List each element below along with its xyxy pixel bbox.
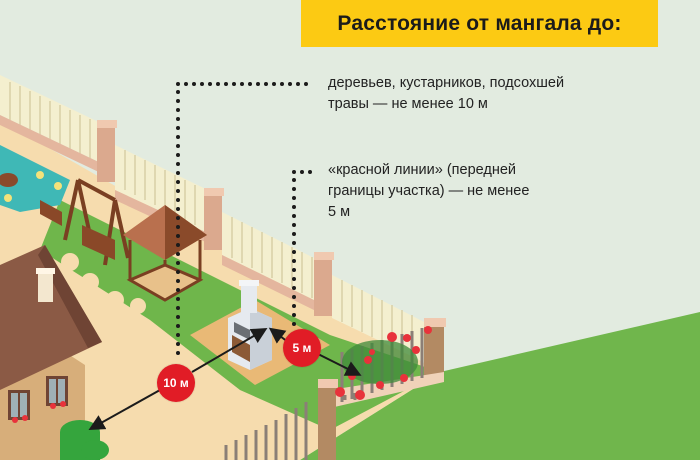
outer-lawn bbox=[300, 312, 700, 460]
leader-line-10m bbox=[176, 82, 308, 86]
note-trees-line-1: деревьев, кустарников, подсохшей bbox=[328, 75, 565, 91]
note-red-line-line-3: 5 м bbox=[328, 204, 351, 220]
title-banner: Расстояние от мангала до: bbox=[301, 0, 658, 47]
page-title: Расстояние от мангала до: bbox=[337, 11, 622, 35]
note-red-line-line-2: границы участка) — не менее bbox=[328, 183, 530, 199]
arrow-10m-to-grill bbox=[191, 327, 268, 373]
note-red-line: «красной линии» (передней границы участк… bbox=[328, 160, 588, 223]
note-trees: деревьев, кустарников, подсохшей травы —… bbox=[328, 73, 658, 115]
back-fence bbox=[0, 75, 446, 382]
swing-seat bbox=[82, 225, 115, 260]
arrow-5m-to-fence bbox=[317, 353, 362, 376]
gazebo bbox=[123, 205, 207, 302]
pond bbox=[0, 145, 70, 212]
distance-badge-10m: 10 м bbox=[157, 364, 195, 402]
dotted-leader-lines bbox=[176, 82, 312, 174]
distance-badge-5m: 5 м bbox=[283, 329, 321, 367]
note-red-line-line-1: «красной линии» (передней bbox=[328, 162, 517, 178]
house bbox=[0, 245, 102, 460]
lawn-border bbox=[2, 223, 146, 314]
note-trees-line-2: травы — не менее 10 м bbox=[328, 96, 488, 112]
leader-line-5m bbox=[292, 170, 312, 174]
arrow-10m-to-tree bbox=[88, 389, 161, 430]
